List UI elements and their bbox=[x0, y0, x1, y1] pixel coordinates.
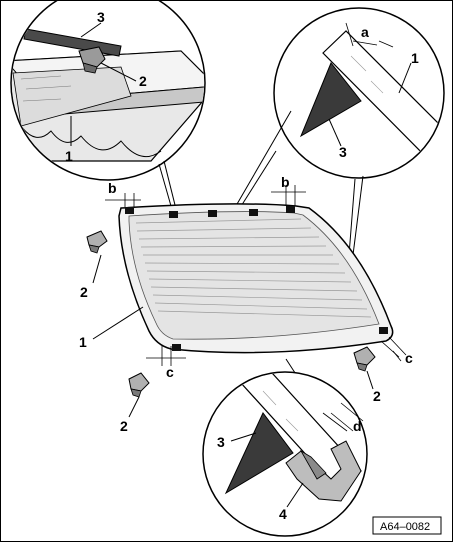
detail-circle-top-right: a 1 3 bbox=[273, 7, 445, 179]
label-1-top-left: 1 bbox=[65, 148, 73, 164]
dimension-b-right bbox=[271, 185, 306, 206]
label-d: d bbox=[353, 418, 362, 434]
label-1-top-right: 1 bbox=[411, 50, 419, 66]
label-b-right: b bbox=[281, 174, 290, 190]
loose-clip-bottom-left bbox=[128, 372, 150, 398]
label-c-right: c bbox=[405, 350, 413, 366]
figure-reference-text: A64–0082 bbox=[380, 521, 430, 533]
heating-lines bbox=[135, 218, 372, 318]
clip-top-1 bbox=[125, 207, 134, 214]
label-3-top-left: 3 bbox=[97, 9, 105, 25]
dimension-b-left bbox=[105, 193, 141, 207]
dimension-c-right bbox=[380, 336, 407, 362]
label-2-top-left: 2 bbox=[139, 73, 147, 89]
loose-clip-right bbox=[353, 346, 376, 372]
clip-top-2 bbox=[169, 211, 178, 218]
detail-circle-bottom: d 3 4 bbox=[202, 371, 368, 537]
label-b-left: b bbox=[108, 180, 117, 196]
label-2-bottom-left: 2 bbox=[120, 418, 128, 434]
windshield bbox=[118, 203, 394, 354]
label-4: 4 bbox=[279, 506, 287, 522]
clip-top-5 bbox=[286, 206, 295, 213]
label-2-right: 2 bbox=[373, 388, 381, 404]
edge-clips bbox=[125, 206, 388, 351]
clip-top-3 bbox=[208, 210, 217, 217]
clip-bottom-left bbox=[172, 344, 181, 351]
dimension-c-left bbox=[146, 346, 186, 366]
detail-circle-top-left: 3 2 1 bbox=[10, 1, 206, 181]
label-a: a bbox=[361, 24, 369, 40]
clip-top-4 bbox=[249, 209, 258, 216]
label-2-left: 2 bbox=[80, 284, 88, 300]
label-c-left: c bbox=[166, 364, 174, 380]
label-3-top-right: 3 bbox=[339, 144, 347, 160]
label-1-windshield: 1 bbox=[79, 334, 87, 350]
label-3-bottom: 3 bbox=[217, 434, 225, 450]
clip-bottom-right bbox=[379, 327, 388, 334]
figure-reference: A64–0082 bbox=[372, 516, 442, 535]
loose-clip-left bbox=[86, 230, 108, 254]
